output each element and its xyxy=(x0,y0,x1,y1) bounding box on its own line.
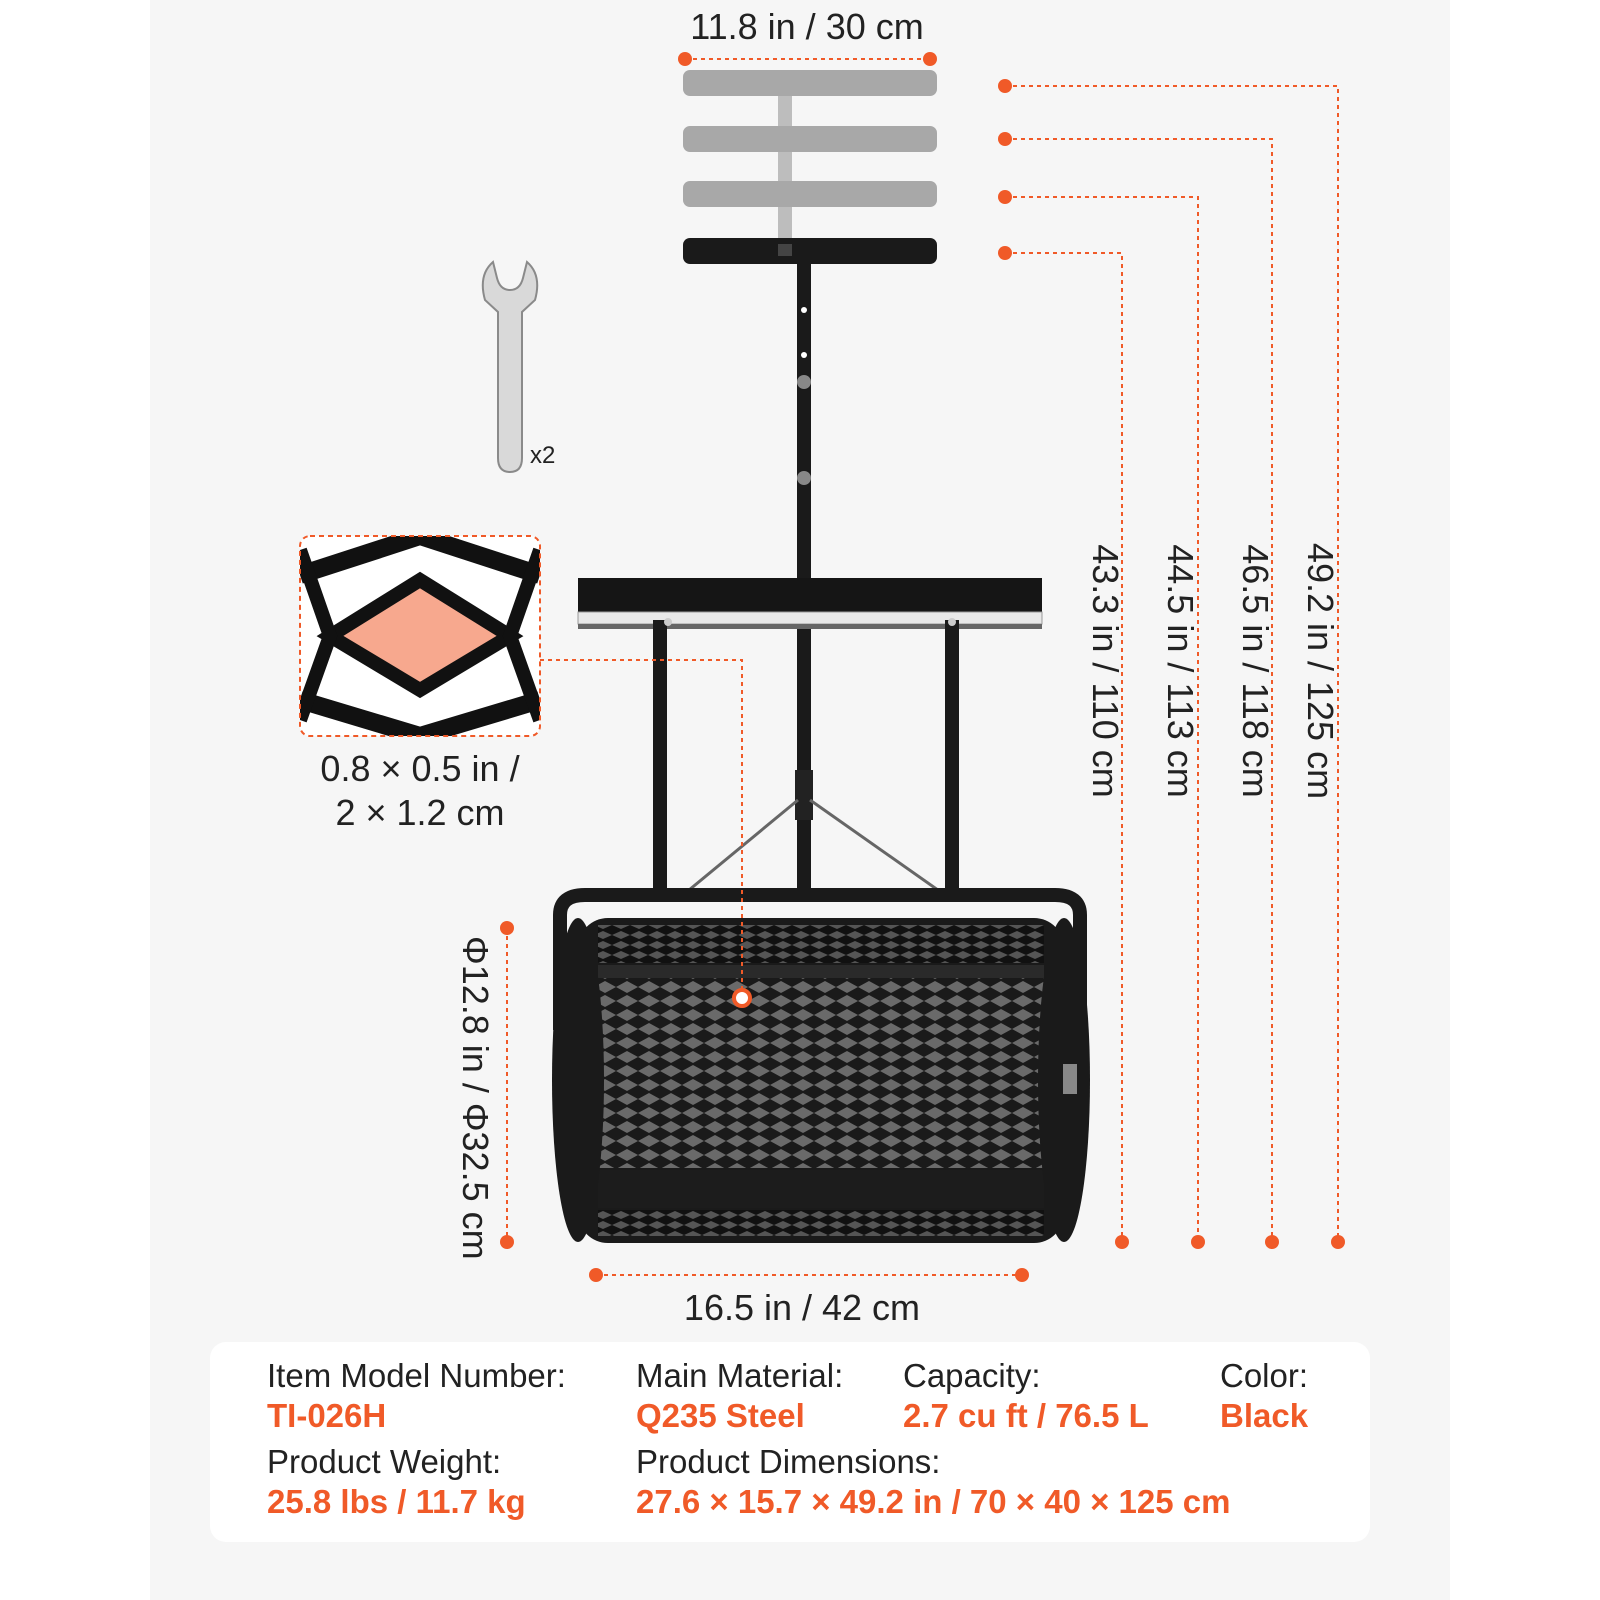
spec-dimensions: Product Dimensions: 27.6 × 15.7 × 49.2 i… xyxy=(636,1442,1230,1522)
handle-ghost-3 xyxy=(683,181,937,207)
spec-weight: Product Weight: 25.8 lbs / 11.7 kg xyxy=(267,1442,526,1522)
dimension-lines xyxy=(506,58,1339,1276)
spec-material-label: Main Material: xyxy=(636,1357,844,1394)
spec-color-label: Color: xyxy=(1220,1357,1309,1394)
height-label-2: 44.5 in / 113 cm xyxy=(1160,544,1201,798)
spec-capacity-value: 2.7 cu ft / 76.5 L xyxy=(903,1397,1149,1434)
spec-capacity: Capacity: 2.7 cu ft / 76.5 L xyxy=(903,1356,1149,1436)
spec-model: Item Model Number: TI-026H xyxy=(267,1356,566,1436)
dimension-endpoints xyxy=(500,52,1345,1282)
spec-material: Main Material: Q235 Steel xyxy=(636,1356,843,1436)
height-label-3: 46.5 in / 118 cm xyxy=(1235,544,1276,798)
mesh-closeup-inset xyxy=(299,535,541,737)
mesh-size-label-line2: 2 × 1.2 cm xyxy=(335,792,505,833)
handle-grip xyxy=(683,238,937,264)
spec-model-value: TI-026H xyxy=(267,1397,387,1434)
spec-material-value: Q235 Steel xyxy=(636,1397,805,1434)
height-label-4: 49.2 in / 125 cm xyxy=(1300,542,1341,800)
compost-spreader-drum xyxy=(552,918,1090,1243)
spec-color: Color: Black xyxy=(1220,1356,1308,1436)
mesh-size-label-line1: 0.8 × 0.5 in / xyxy=(320,748,520,789)
spec-dimensions-label: Product Dimensions: xyxy=(636,1443,941,1480)
leveling-brush xyxy=(577,578,1043,890)
spec-capacity-label: Capacity: xyxy=(903,1357,1041,1394)
height-label-1: 43.3 in / 110 cm xyxy=(1085,544,1126,798)
handle-ghost-2 xyxy=(683,126,937,152)
support-struts xyxy=(682,798,946,897)
wrench-icon xyxy=(481,260,539,474)
spec-weight-label: Product Weight: xyxy=(267,1443,502,1480)
spec-weight-value: 25.8 lbs / 11.7 kg xyxy=(267,1483,526,1520)
wrench-quantity-label: x2 xyxy=(530,442,556,469)
handle-width-label: 11.8 in / 30 cm xyxy=(690,6,924,47)
roller-frame xyxy=(553,888,1087,1030)
spec-card: Item Model Number: TI-026H Main Material… xyxy=(210,1342,1370,1542)
spec-model-label: Item Model Number: xyxy=(267,1357,566,1394)
spec-dimensions-value: 27.6 × 15.7 × 49.2 in / 70 × 40 × 125 cm xyxy=(636,1483,1231,1520)
handle-ghost-1 xyxy=(683,70,937,260)
drum-width-label: 16.5 in / 42 cm xyxy=(683,1287,921,1328)
handle-positions xyxy=(683,70,937,264)
spec-color-value: Black xyxy=(1220,1397,1309,1434)
drum-diameter-label: Φ12.8 in / Φ32.5 cm xyxy=(455,936,496,1260)
